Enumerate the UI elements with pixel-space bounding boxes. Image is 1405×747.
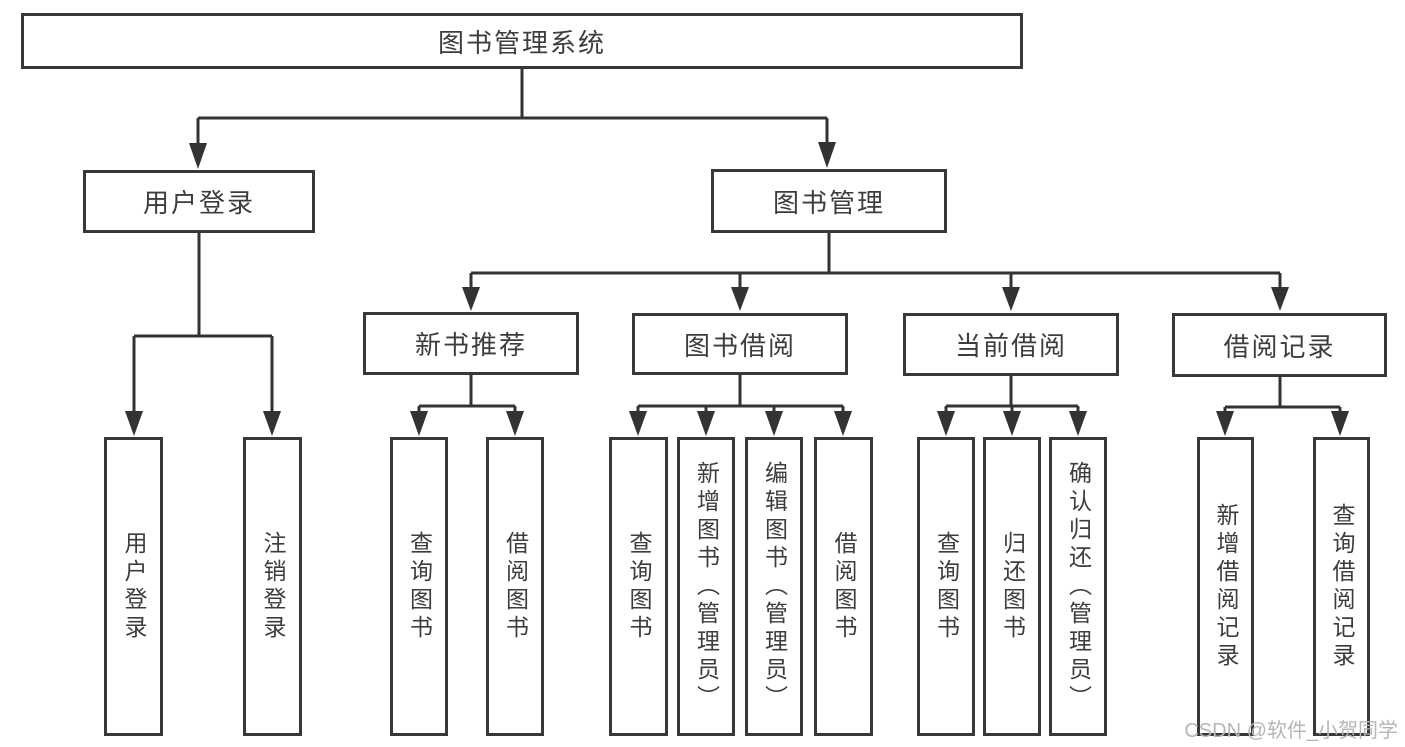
node-book-management: 图书管理 bbox=[711, 169, 947, 233]
leaf-edit-books-admin: 编辑图书（管理员） bbox=[745, 437, 803, 736]
leaf-borrow-books: 借阅图书 bbox=[814, 437, 873, 736]
node-current-borrowing: 当前借阅 bbox=[903, 313, 1119, 376]
node-user-login: 用户登录 bbox=[83, 170, 315, 233]
connector-currentborrow-to-leaves bbox=[944, 376, 1080, 414]
leaf-return-books: 归还图书 bbox=[983, 437, 1041, 736]
connector-userlogin-to-leaves bbox=[132, 233, 274, 414]
leaf-user-login: 用户登录 bbox=[104, 437, 163, 736]
connector-borrowrecords-to-leaves bbox=[1223, 377, 1342, 415]
node-borrowing-records: 借阅记录 bbox=[1172, 313, 1387, 377]
csdn-watermark: CSDN @软件_小贺同学 bbox=[1184, 720, 1398, 742]
leaf-query-borrow-record: 查询借阅记录 bbox=[1313, 437, 1370, 736]
arrowheads bbox=[125, 142, 1349, 436]
leaf-query-books-borrow: 查询图书 bbox=[609, 437, 668, 736]
leaf-add-books-admin: 新增图书（管理员） bbox=[677, 437, 735, 736]
connector-bookborrow-to-leaves bbox=[636, 375, 845, 414]
leaf-confirm-return-admin: 确认归还（管理员） bbox=[1049, 437, 1107, 736]
leaf-logout: 注销登录 bbox=[243, 437, 302, 736]
node-library-management-system: 图书管理系统 bbox=[21, 13, 1023, 69]
leaf-query-books-current: 查询图书 bbox=[917, 437, 975, 736]
connector-root-to-level2 bbox=[196, 69, 829, 146]
connector-newbook-to-leaves bbox=[417, 375, 517, 414]
leaf-add-borrow-record: 新增借阅记录 bbox=[1197, 437, 1254, 736]
connector-bookmgmt-to-level3 bbox=[469, 233, 1282, 290]
node-book-borrowing: 图书借阅 bbox=[632, 313, 848, 375]
leaf-borrow-books-recommend: 借阅图书 bbox=[486, 437, 544, 736]
node-new-book-recommendation: 新书推荐 bbox=[363, 312, 579, 375]
leaf-query-books-recommend: 查询图书 bbox=[390, 437, 448, 736]
